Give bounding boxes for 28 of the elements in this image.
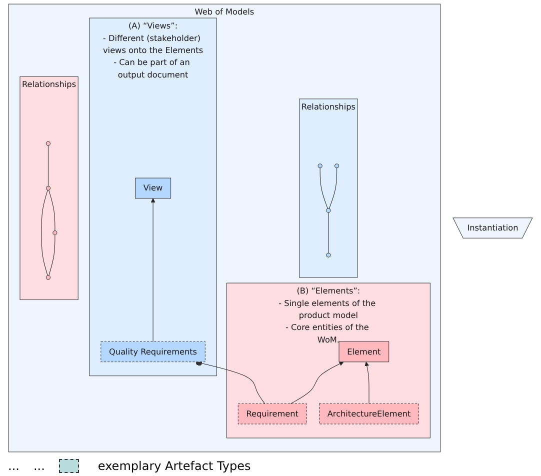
- node-box: Quality Requirements: [100, 341, 206, 362]
- cluster: Relationships: [20, 76, 78, 300]
- connector: [48, 234, 56, 276]
- node-circle: [46, 275, 50, 280]
- node-circle: [334, 164, 340, 168]
- arrow: [290, 362, 344, 404]
- node-box: Requirement: [238, 404, 307, 424]
- arrow: [150, 198, 156, 342]
- node-circle: [326, 208, 331, 213]
- node-circle: [52, 230, 58, 236]
- node-box: View: [135, 178, 172, 199]
- node-box: Element: [338, 341, 390, 362]
- connector: [328, 168, 338, 209]
- connector: [328, 212, 329, 254]
- connector: [196, 360, 266, 404]
- node-circle: [326, 252, 331, 258]
- connector: [48, 190, 56, 232]
- ellipsis-text: ...: [8, 459, 20, 473]
- node-circle: [46, 186, 50, 190]
- node-circle: [46, 141, 50, 146]
- legend-text: exemplary Artefact Types: [98, 459, 251, 473]
- cluster: Relationships: [299, 98, 358, 278]
- node-box: ArchitectureElement: [318, 404, 420, 424]
- node-circle: [318, 164, 322, 168]
- connector: [320, 168, 328, 209]
- arrow: [364, 362, 370, 404]
- connector: [41, 190, 48, 276]
- ellipsis-text: ...: [33, 459, 45, 473]
